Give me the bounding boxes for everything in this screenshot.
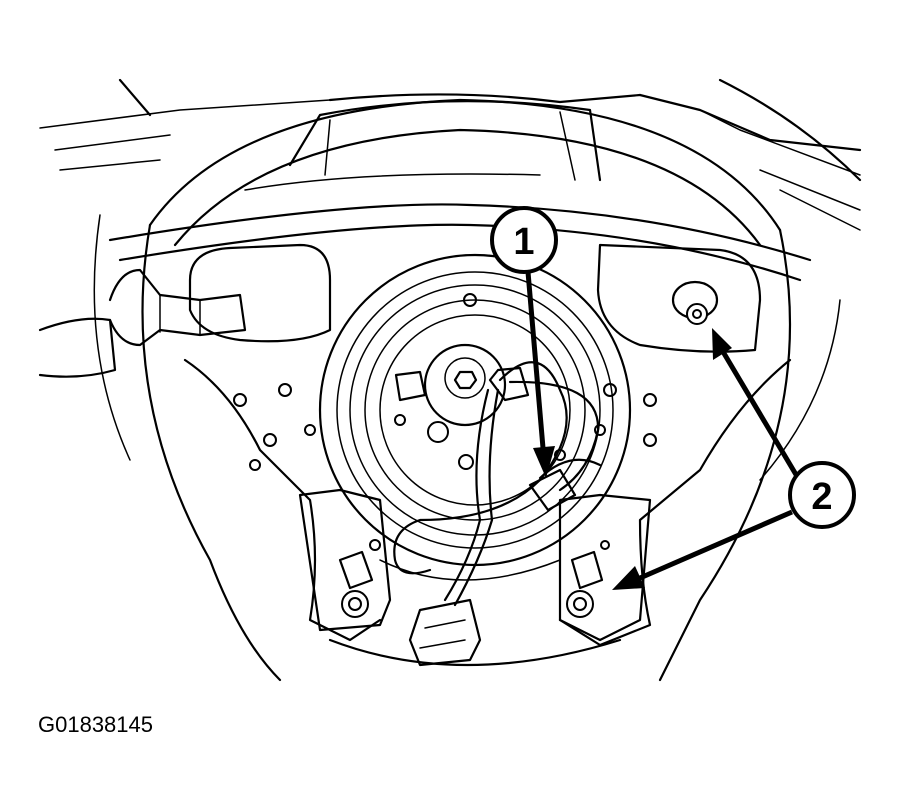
dashboard-background (39, 78, 862, 231)
wiring-harness (393, 361, 600, 667)
callout-1: 1 (490, 206, 558, 274)
wrench-tool (38, 268, 247, 378)
figure-code: G01838145 (38, 712, 153, 737)
airbag-connector (528, 458, 602, 512)
frame-holes (233, 293, 657, 551)
callout-arrows (525, 271, 801, 590)
mounting-bolts (338, 280, 719, 618)
callout-1-label: 1 (513, 221, 534, 263)
steering-wheel-illustration: 1 2 (38, 78, 862, 682)
callout-2: 2 (788, 461, 856, 529)
steering-wheel-rim (93, 98, 841, 682)
callout-2-label: 2 (811, 476, 832, 518)
horn-pad-upper (244, 100, 602, 191)
